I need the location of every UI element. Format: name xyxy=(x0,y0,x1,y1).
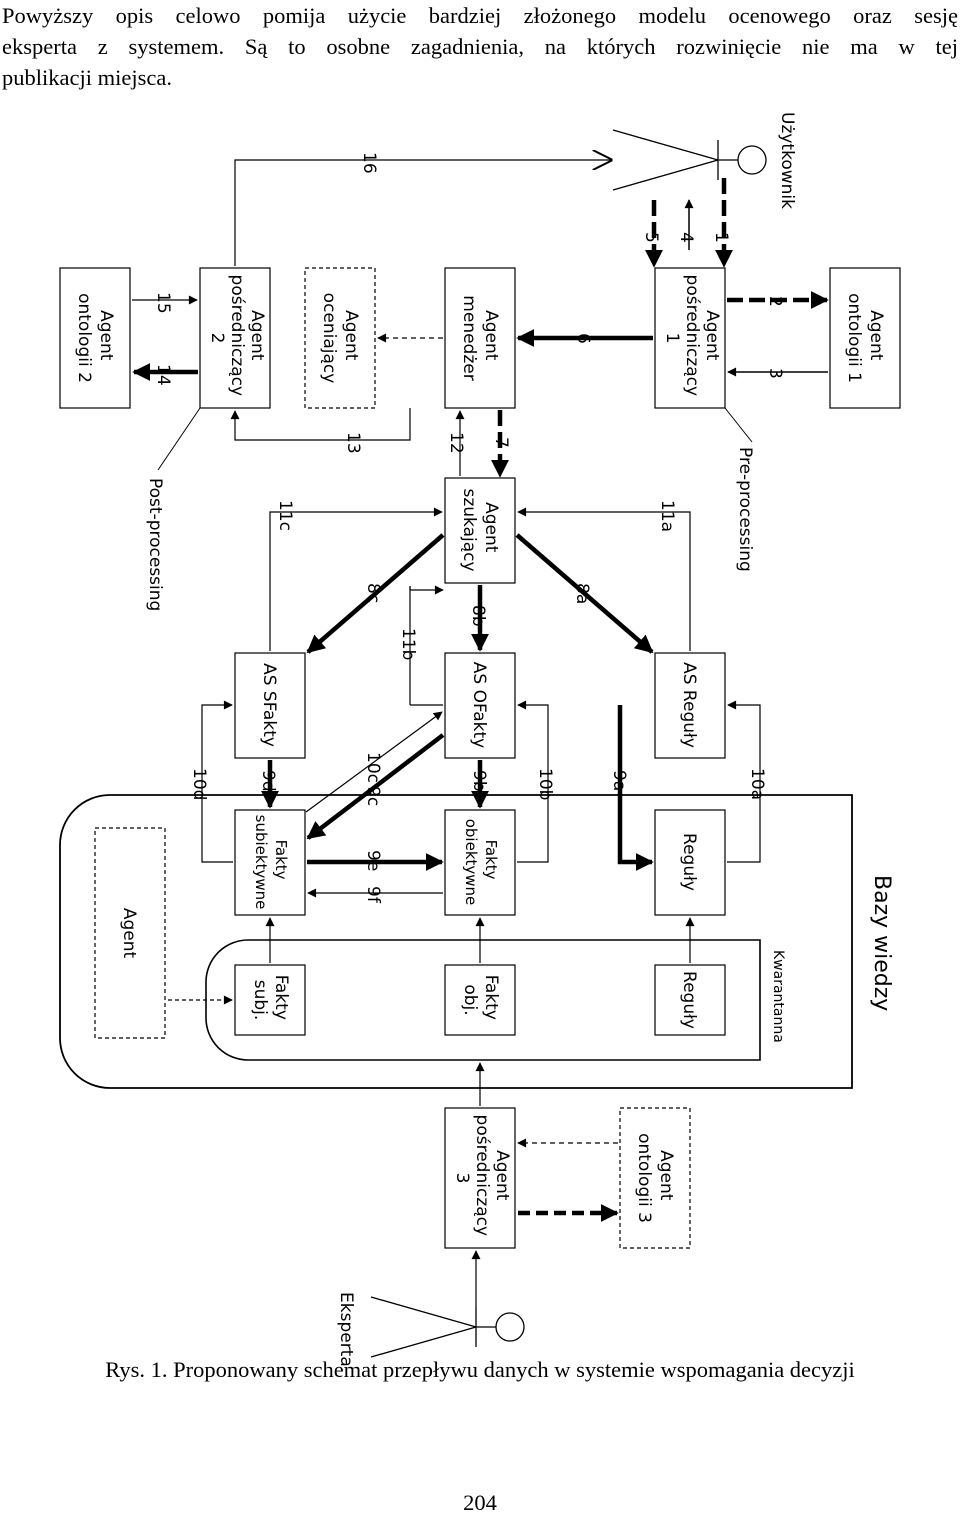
figure-caption: Rys. 1. Proponowany schemat przepływu da… xyxy=(105,1357,855,1382)
label-9d: 9d xyxy=(258,770,278,792)
svg-text:Agent ontologii 3: Agent ontologii 3 xyxy=(634,1133,676,1223)
as-sfacts-box: AS SFakty xyxy=(234,652,306,759)
label-11a: 11a xyxy=(657,500,677,532)
arrow-8c xyxy=(306,533,445,654)
quarantine-rules-box: Reguły xyxy=(654,964,726,1036)
label-10a: 10a xyxy=(747,768,767,800)
knowledge-base-frame xyxy=(59,794,853,1089)
label-10b: 10b xyxy=(535,768,555,800)
svg-text:Agent pośredniczący: Agent pośredniczący 1 xyxy=(662,275,722,402)
label-4: 4 xyxy=(676,232,696,243)
label-15: 15 xyxy=(153,292,173,314)
agent-ontology-2-box: Agent ontologii 2 xyxy=(59,267,131,409)
postprocessing-label: Post-processing xyxy=(145,478,165,611)
label-1: 1 xyxy=(711,232,731,243)
agent-ontology-3-box: Agent ontologii 3 xyxy=(619,1107,691,1249)
as-ofacts-box: AS OFakty xyxy=(444,652,516,759)
label-7: 7 xyxy=(491,437,511,448)
label-9c: 9c xyxy=(363,786,383,806)
svg-text:Agent ontologii 2: Agent ontologii 2 xyxy=(74,293,116,383)
svg-text:Fakty obiektywne: Fakty obiektywne xyxy=(462,819,500,906)
svg-text:AS Reguły: AS Reguły xyxy=(679,662,699,748)
arrow-9c xyxy=(306,733,445,840)
svg-text:AS OFakty: AS OFakty xyxy=(469,662,489,748)
svg-text:Agent pośredniczący: Agent pośredniczący 3 xyxy=(452,1115,512,1242)
knowledge-base-label: Bazy wiedzy xyxy=(869,875,894,1011)
label-9b: 9b xyxy=(469,770,489,792)
arrow-10d xyxy=(201,700,233,863)
subjective-facts-box: Fakty subiektywne xyxy=(234,809,306,916)
agent-broker-1-box: Agent pośredniczący 1 xyxy=(654,267,726,409)
svg-text:Fakty obj.: Fakty obj. xyxy=(460,975,501,1026)
arrow-11a xyxy=(517,507,691,651)
agent-manager-box: Agent menedżer xyxy=(444,267,516,409)
agent-broker-2-box: Agent pośredniczący 2 xyxy=(199,267,271,409)
quarantine-label: Kwarantanna xyxy=(770,950,786,1043)
label-11b: 11b xyxy=(398,628,418,660)
label-13: 13 xyxy=(343,432,363,454)
as-rules-box: AS Reguły xyxy=(654,652,726,759)
paragraph-line-2: eksperta z systemem. Są to osobne zagadn… xyxy=(2,34,958,59)
svg-text:Reguły: Reguły xyxy=(679,971,699,1029)
quarantine-objective-facts-box: Fakty obj. xyxy=(444,964,516,1036)
agent-searcher-box: Agent szukający xyxy=(444,477,516,584)
knowledge-base-agent-box: Agent xyxy=(94,827,166,1039)
paragraph-line-3: publikacji miejsca. xyxy=(2,65,172,90)
svg-text:Fakty subiektywne: Fakty subiektywne xyxy=(252,815,290,910)
label-16: 16 xyxy=(359,152,379,174)
svg-text:Agent pośredniczący: Agent pośredniczący 2 xyxy=(207,275,267,402)
label-8a: 8a xyxy=(572,583,592,604)
arrow-16 xyxy=(234,160,611,266)
svg-text:Agent menedżer: Agent menedżer xyxy=(459,295,501,380)
label-9f: 9f xyxy=(363,886,383,904)
user-actor-label: Użytkownik xyxy=(777,112,797,209)
agent-ontology-1-box: Agent ontologii 1 xyxy=(829,267,901,409)
label-2: 2 xyxy=(765,296,785,307)
expert-actor-figure xyxy=(370,1296,525,1358)
arrow-10b xyxy=(517,700,549,863)
svg-text:Reguły: Reguły xyxy=(679,833,699,891)
quarantine-subjective-facts-box: Fakty subj. xyxy=(234,964,306,1036)
rules-box: Reguły xyxy=(654,809,726,916)
arrow-10a xyxy=(727,700,761,863)
label-10d: 10d xyxy=(189,768,209,800)
arrow-8a xyxy=(515,533,654,654)
agent-evaluator-box: Agent oceniający xyxy=(304,267,376,409)
preprocessing-connector xyxy=(724,407,753,443)
label-6: 6 xyxy=(573,333,593,344)
preprocessing-label: Pre-processing xyxy=(735,447,755,572)
flow-labels: 1 4 5 2 3 6 7 12 13 8a 8b 8c 11a 11b 11c… xyxy=(153,152,785,904)
objective-facts-box: Fakty obiektywne xyxy=(444,809,516,916)
label-5: 5 xyxy=(641,232,661,243)
arrow-10c xyxy=(305,711,443,813)
svg-text:Agent: Agent xyxy=(119,908,139,959)
paragraph-line-1: Powyższy opis celowo pomija użycie bardz… xyxy=(2,3,958,28)
label-10c: 10c xyxy=(363,752,383,783)
label-14: 14 xyxy=(153,364,173,386)
label-9a: 9a xyxy=(609,770,629,791)
svg-text:Agent oceniający: Agent oceniający xyxy=(319,293,361,384)
flow-arrows xyxy=(132,160,829,1307)
quarantine-frame xyxy=(205,939,761,1061)
page-number: 204 xyxy=(463,1490,497,1515)
label-12: 12 xyxy=(446,432,466,454)
svg-text:Fakty subj.: Fakty subj. xyxy=(250,975,291,1026)
label-11c: 11c xyxy=(275,500,295,531)
postprocessing-connector xyxy=(157,407,201,471)
label-3: 3 xyxy=(765,368,785,379)
agent-broker-3-box: Agent pośredniczący 3 xyxy=(444,1107,516,1249)
label-8c: 8c xyxy=(363,583,383,603)
svg-text:AS SFakty: AS SFakty xyxy=(259,663,279,747)
arrow-9a xyxy=(617,705,654,871)
arrow-13 xyxy=(230,408,411,441)
expert-actor-label: Eksperta xyxy=(336,1292,356,1367)
user-actor-figure xyxy=(612,129,767,191)
arrow-11c xyxy=(269,507,443,651)
svg-text:Agent ontologii 1: Agent ontologii 1 xyxy=(844,293,886,383)
label-8b: 8b xyxy=(468,605,488,627)
svg-text:Agent szukający: Agent szukający xyxy=(459,488,501,571)
label-9e: 9e xyxy=(363,850,383,871)
intro-paragraph: Powyższy opis celowo pomija użycie bardz… xyxy=(2,0,958,93)
